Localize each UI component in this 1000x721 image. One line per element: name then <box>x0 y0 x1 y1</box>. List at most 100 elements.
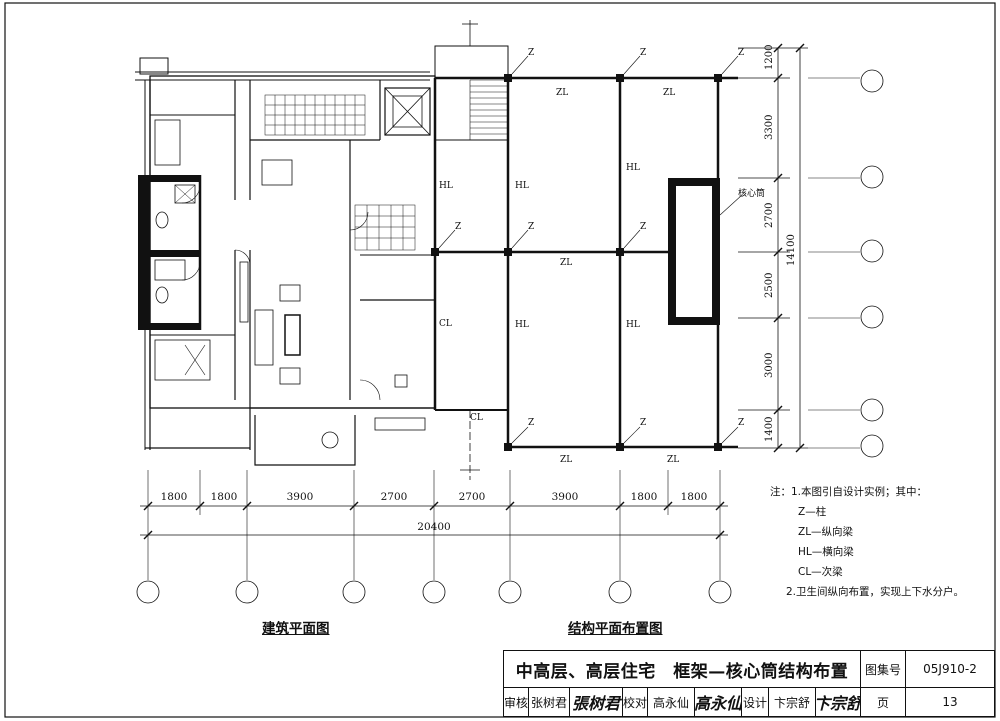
bay-dim: 3900 <box>552 491 579 503</box>
columns <box>431 74 722 451</box>
note-line: 注：1.本图引自设计实例；其中： <box>770 486 928 498</box>
column-label: Z <box>528 222 534 232</box>
span-dim: 1400 <box>764 417 775 442</box>
plan-outline <box>149 75 436 409</box>
beam-zl-label: ZL <box>560 258 572 268</box>
door-arc-5 <box>234 249 251 266</box>
review-label: 审核 <box>503 687 529 717</box>
note-line: HL—横向梁 <box>798 546 854 558</box>
bed-2 <box>154 339 211 381</box>
column <box>616 74 624 82</box>
stair-top <box>434 45 509 79</box>
elevator-shaft <box>384 87 431 136</box>
beam-cl-label: CL <box>470 413 483 423</box>
check-label: 校对 <box>622 687 648 717</box>
beam-zl-label: ZL <box>663 88 675 98</box>
atlas-number: 05J910-2 <box>905 650 995 688</box>
door-arc-2 <box>181 261 201 281</box>
beam-hl-label: HL <box>626 163 640 173</box>
structural-plan <box>431 20 743 480</box>
bay-dim: 1800 <box>631 491 658 503</box>
beam-cl-label: CL <box>439 319 452 329</box>
column-label: Z <box>640 48 646 58</box>
reviewer-name: 张树君 <box>528 687 570 717</box>
elevator-car <box>392 95 423 128</box>
note-line: Z—柱 <box>798 506 827 518</box>
span-dim: 3000 <box>764 353 775 378</box>
beam-zl-label: ZL <box>560 455 572 465</box>
study-chair <box>394 374 408 388</box>
bath-partition-3 <box>150 323 200 330</box>
bath-partition <box>150 175 200 182</box>
armchair-2 <box>279 367 301 385</box>
axis-bubble <box>608 580 632 604</box>
horizontal-dimension-labels: 1800 1800 3900 2700 2700 3900 1800 1800 … <box>161 491 708 533</box>
reviewer-signature: 張树君 <box>569 687 623 717</box>
note-line: 2.卫生间纵向布置，实现上下水分户。 <box>786 586 965 598</box>
column-label: Z <box>640 222 646 232</box>
span-total: 14100 <box>786 234 797 266</box>
checker-signature: 高永仙 <box>694 687 742 717</box>
kitchen-tiles <box>264 94 366 136</box>
column-label: Z <box>528 48 534 58</box>
structural-plan-caption: 结构平面布置图 <box>568 621 663 637</box>
column-label: Z <box>738 418 744 428</box>
bay-dim: 1800 <box>681 491 708 503</box>
core-label: 核心筒 <box>738 187 765 199</box>
axis-bubble <box>422 580 446 604</box>
beam-hl-label: HL <box>439 181 453 191</box>
horizontal-dimensions <box>136 470 732 604</box>
axis-bubble <box>860 239 884 263</box>
bed <box>154 119 181 166</box>
plan-top-left-block <box>139 57 169 75</box>
beam-hl-label: HL <box>515 320 529 330</box>
axis-bubble <box>860 165 884 189</box>
drawing-title: 中高层、高层住宅 框架—核心筒结构布置 <box>503 650 861 688</box>
vertical-dimension-labels: 1200 3300 2700 2500 3000 1400 14100 <box>764 45 797 442</box>
bay-dim: 3900 <box>287 491 314 503</box>
axis-bubble <box>860 69 884 93</box>
vertical-dimensions <box>738 43 884 458</box>
core-tube <box>668 178 720 325</box>
armchair <box>279 284 301 302</box>
span-dim: 1200 <box>764 45 775 70</box>
door-arc-3 <box>349 211 369 231</box>
beam-zl-label: ZL <box>556 88 568 98</box>
axis-bubble <box>860 305 884 329</box>
beam-hl-label: HL <box>515 181 529 191</box>
axis-bubble <box>136 580 160 604</box>
atlas-label: 图集号 <box>860 650 906 688</box>
entry-tiles <box>354 204 416 251</box>
column <box>714 74 722 82</box>
bath-partition-2 <box>150 250 200 257</box>
window-unit <box>374 417 426 431</box>
architectural-plan-caption: 建筑平面图 <box>262 621 330 637</box>
designer-signature: 卞宗舒 <box>815 687 861 717</box>
axis-bubble <box>498 580 522 604</box>
column <box>504 443 512 451</box>
stair-block <box>434 45 509 141</box>
bathtub <box>154 259 186 281</box>
beam-zl-label: ZL <box>667 455 679 465</box>
dining-table <box>261 159 293 186</box>
bay-dim: 1800 <box>211 491 238 503</box>
coffee-table <box>284 314 301 356</box>
toilet <box>155 211 169 229</box>
note-line: CL—次梁 <box>798 566 843 578</box>
bath-thick-wall <box>138 175 150 330</box>
span-dim: 2500 <box>764 273 775 298</box>
designer-name: 卞宗舒 <box>768 687 816 717</box>
balcony <box>254 415 356 466</box>
checker-name: 高永仙 <box>647 687 695 717</box>
tv-unit <box>239 261 249 323</box>
title-block: 中高层、高层住宅 框架—核心筒结构布置 图集号 05J910-2 审核 张树君 … <box>503 650 995 717</box>
span-dim: 3300 <box>764 115 775 140</box>
total-dim: 20400 <box>417 521 450 533</box>
column-label: Z <box>455 222 461 232</box>
column <box>504 248 512 256</box>
sofa <box>254 309 274 366</box>
span-dim: 2700 <box>764 203 775 228</box>
page-label: 页 <box>860 687 906 717</box>
beam-hl-label: HL <box>626 320 640 330</box>
